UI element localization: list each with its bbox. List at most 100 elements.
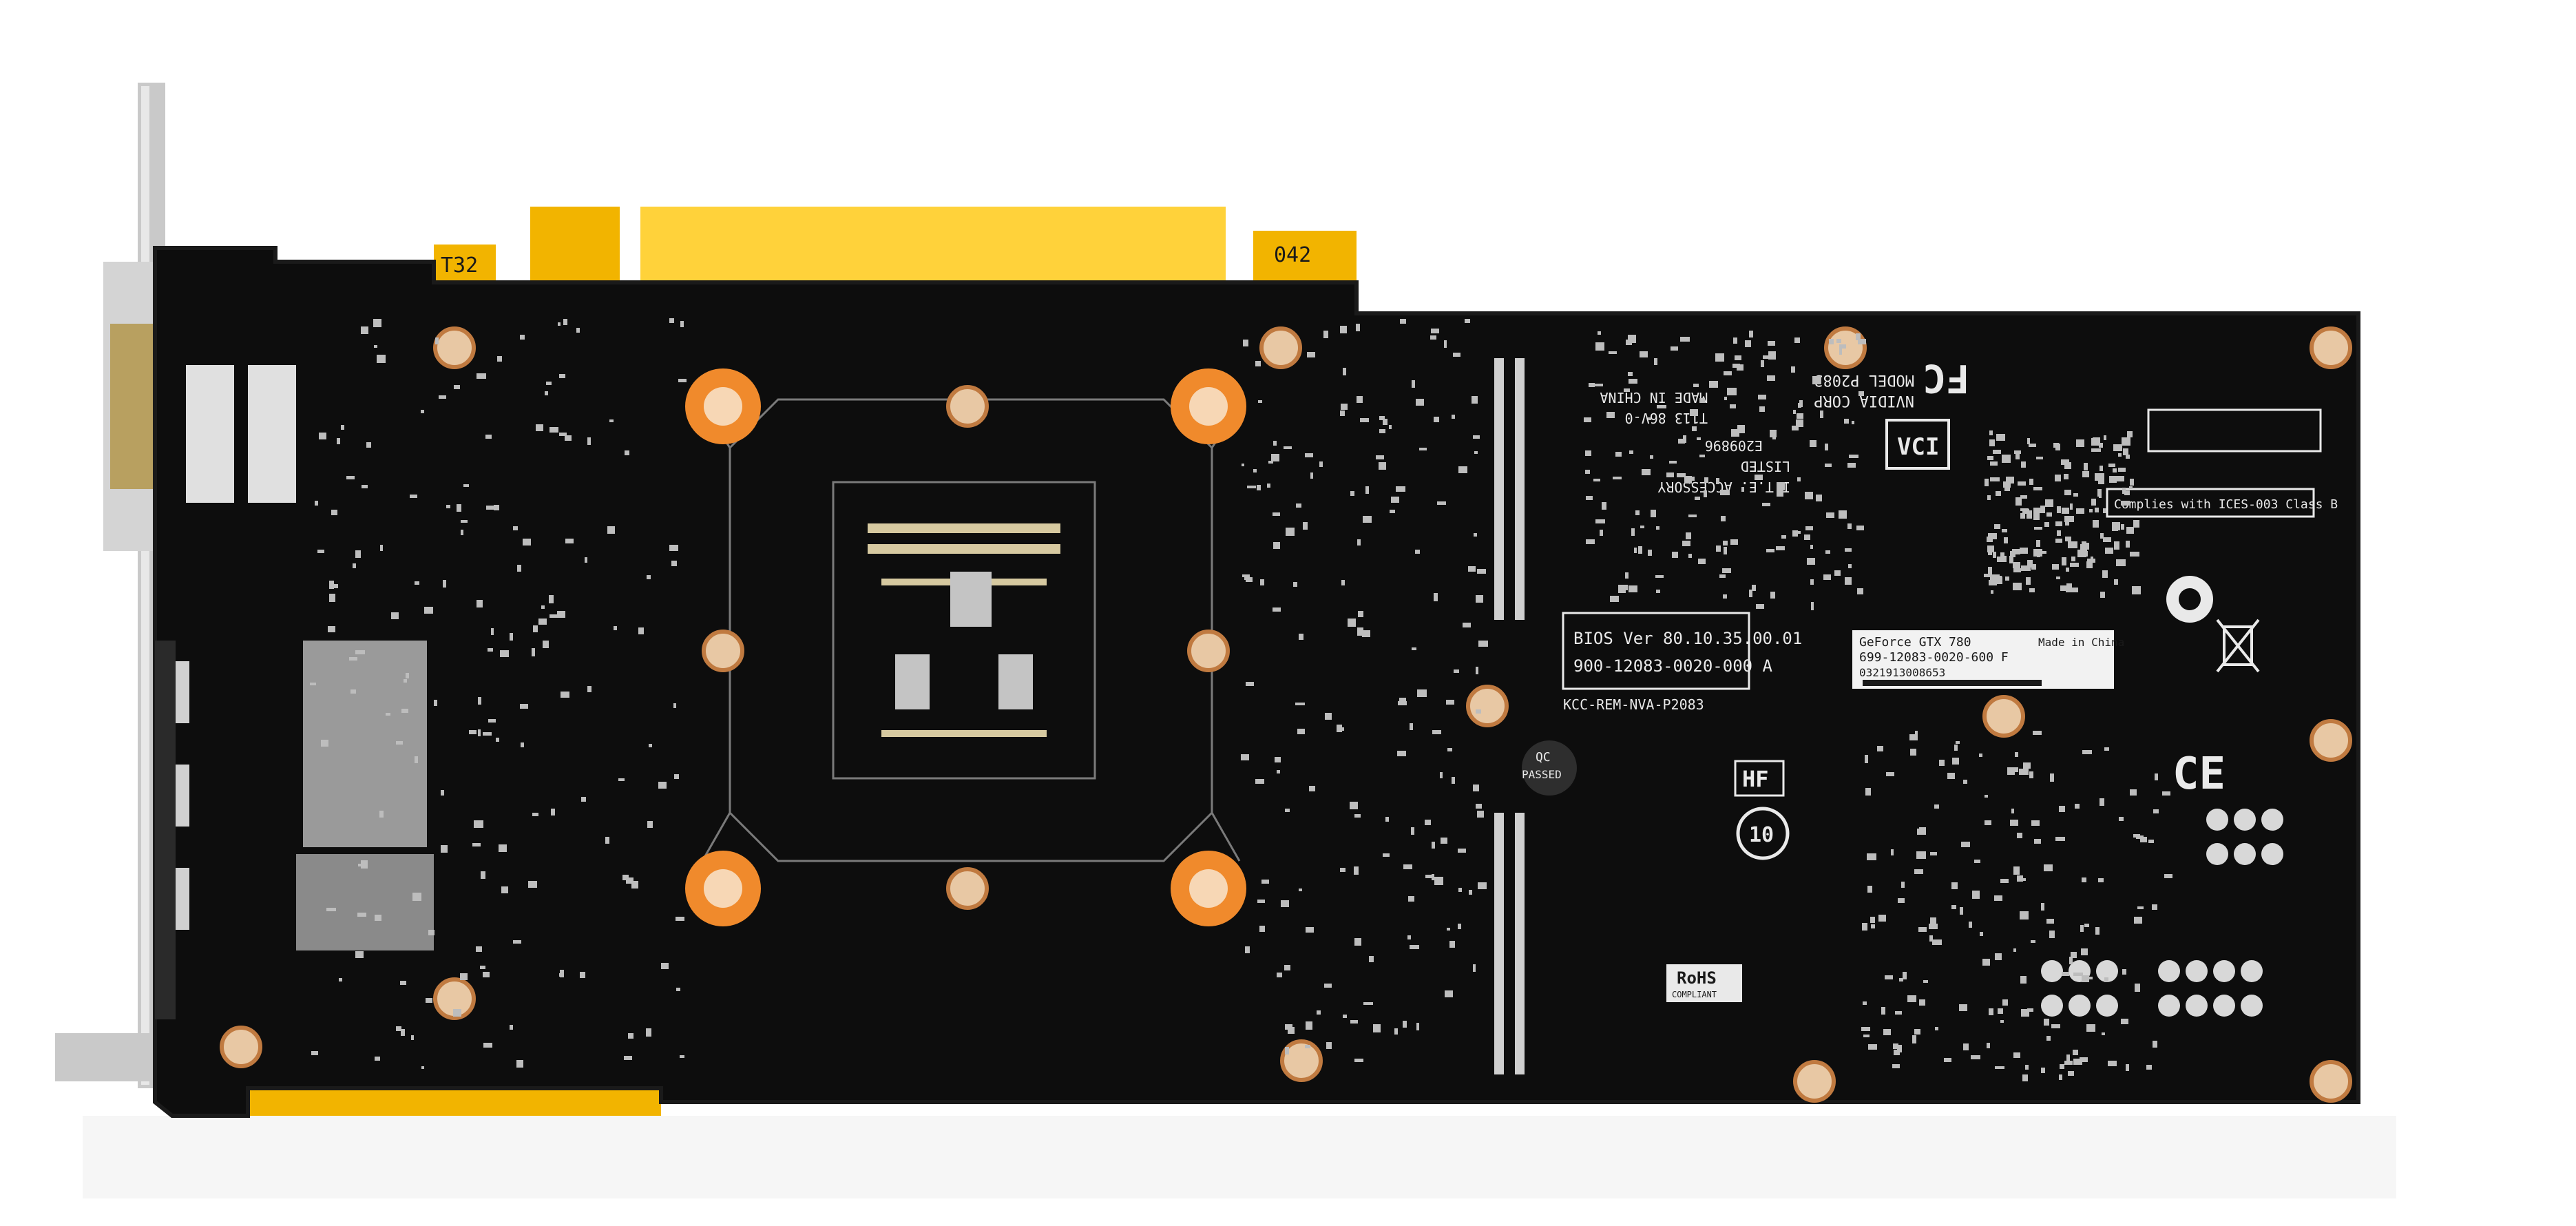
smd-component	[1716, 546, 1721, 552]
smd-component	[1407, 935, 1411, 939]
smd-component	[1305, 453, 1313, 457]
smd-component	[1989, 430, 1993, 435]
smd-component	[2060, 585, 2069, 591]
smd-component	[355, 550, 361, 558]
smd-component	[1656, 526, 1659, 530]
smd-component	[2119, 817, 2124, 821]
smd-component	[1650, 455, 1653, 459]
smd-component	[2104, 747, 2109, 751]
smd-component	[1724, 547, 1727, 554]
smd-component	[1476, 804, 1482, 809]
screw-holes	[220, 326, 2352, 1103]
smd-component	[2095, 473, 2104, 481]
smd-component	[1648, 417, 1651, 420]
smd-component	[446, 505, 450, 508]
fcc-logo: FC	[1923, 355, 1969, 400]
smd-component	[1629, 585, 1637, 592]
smd-component	[478, 697, 481, 705]
svg-text:HF: HF	[1742, 766, 1769, 792]
smd-component	[2036, 540, 2040, 547]
smd-component	[557, 611, 565, 618]
smd-component	[1985, 479, 1989, 486]
smd-component	[1241, 754, 1249, 760]
smd-component	[1255, 361, 1261, 366]
smd-component	[2082, 975, 2089, 982]
smd-component	[375, 1057, 380, 1061]
smd-component	[1255, 779, 1264, 784]
smd-component	[1277, 973, 1282, 977]
smd-component	[2113, 468, 2117, 472]
smd-component	[1919, 999, 1925, 1006]
smd-component	[2027, 510, 2032, 519]
smd-component	[2071, 952, 2077, 958]
smd-component	[1797, 477, 1801, 481]
vrm-pads	[186, 365, 434, 950]
smd-component	[1792, 426, 1799, 430]
smd-component	[1985, 820, 1991, 825]
smd-component	[2082, 471, 2089, 477]
smd-component	[1704, 477, 1708, 483]
e-standby-logo	[2166, 576, 2213, 623]
smd-component	[2082, 541, 2086, 545]
smd-component	[2021, 565, 2031, 571]
smd-component	[1899, 978, 1903, 981]
smd-component	[2055, 837, 2065, 841]
smd-component	[401, 1029, 405, 1036]
smd-component	[1987, 495, 1991, 500]
smd-component	[1478, 882, 1487, 889]
smd-component	[1657, 405, 1666, 408]
smd-component	[1997, 557, 2007, 562]
smd-component	[1307, 352, 1315, 357]
smd-component	[1398, 701, 1407, 705]
smd-component	[2033, 549, 2042, 557]
smd-component	[2114, 541, 2119, 550]
smd-component	[1425, 820, 1431, 825]
smd-component	[1741, 487, 1744, 492]
smd-component	[1253, 469, 1257, 472]
smd-component	[379, 811, 384, 818]
smd-component	[1804, 534, 1810, 540]
smd-component	[1671, 346, 1678, 351]
smd-component	[1730, 404, 1736, 408]
smd-component	[609, 419, 614, 422]
smd-component	[2019, 769, 2029, 775]
smd-component	[2069, 957, 2073, 964]
smd-component	[1722, 568, 1731, 573]
smd-component	[355, 650, 365, 654]
smd-component	[311, 1051, 318, 1055]
smd-component	[1971, 1055, 1980, 1059]
smd-component	[680, 321, 684, 327]
smd-component	[1721, 516, 1726, 521]
smd-component	[1930, 917, 1936, 924]
bios-version: BIOS Ver 80.10.35.00.01	[1573, 629, 1802, 648]
smd-component	[1767, 375, 1775, 381]
smd-component	[2055, 475, 2061, 481]
smd-component	[1745, 340, 1751, 347]
smd-component	[1403, 1021, 1407, 1028]
smd-component	[1987, 456, 1993, 460]
smd-component	[1458, 849, 1466, 853]
smd-component	[2013, 562, 2020, 568]
smd-component	[2033, 513, 2040, 520]
smd-component	[607, 526, 615, 534]
smd-component	[415, 581, 419, 585]
smd-component	[1777, 482, 1785, 490]
smd-component	[411, 1035, 414, 1040]
svg-text:VCI: VCI	[1897, 433, 1939, 461]
smd-component	[2099, 443, 2103, 448]
smd-component	[626, 877, 633, 884]
smd-component	[565, 539, 574, 543]
smd-component	[2113, 476, 2116, 480]
smd-component	[2095, 927, 2099, 935]
smd-component	[1898, 898, 1905, 903]
smd-component	[1246, 577, 1253, 582]
smd-component	[353, 563, 356, 568]
smd-component	[546, 382, 552, 385]
smd-component	[1340, 326, 1347, 333]
smd-component	[400, 981, 406, 985]
smd-component	[510, 633, 513, 641]
smd-component	[1586, 496, 1593, 500]
smd-component	[2122, 488, 2126, 494]
smd-component	[538, 619, 547, 625]
connector-tag-right: 042	[1274, 243, 1311, 267]
